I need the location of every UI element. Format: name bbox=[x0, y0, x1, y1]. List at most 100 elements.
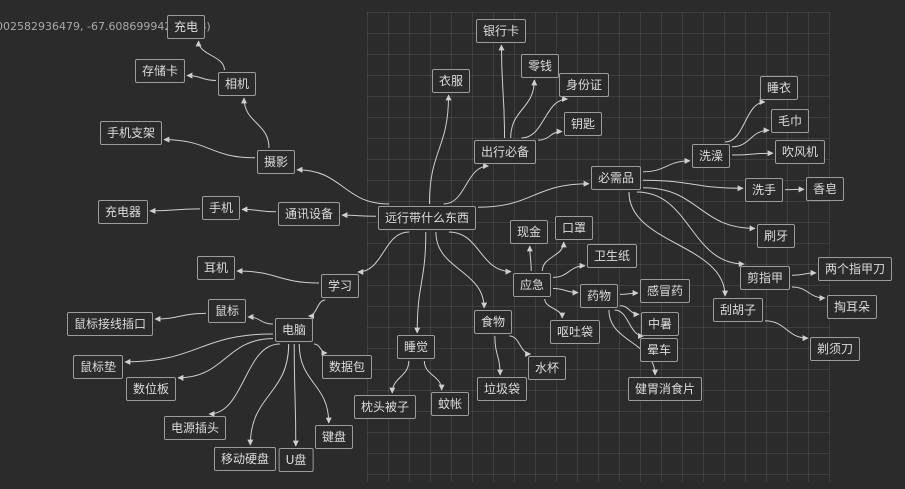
node-mouse-port[interactable]: 鼠标接线插口 bbox=[66, 312, 154, 336]
node-nail-clippers[interactable]: 两个指甲刀 bbox=[817, 257, 893, 281]
coordinate-readout: 002582936479, -67.60869994288298) bbox=[0, 20, 211, 33]
node-communication-devices[interactable]: 通讯设备 bbox=[277, 202, 341, 226]
node-razor[interactable]: 剃须刀 bbox=[809, 337, 861, 361]
edge-n_diannao-n_shuweiban bbox=[177, 338, 274, 381]
edge-n_yingji-n_kouzhao bbox=[541, 241, 567, 272]
node-usb-drive[interactable]: U盘 bbox=[278, 448, 314, 472]
edge-n_bixupin-n_xishou bbox=[642, 179, 744, 192]
edge-n_chuxing-n_lingqian bbox=[510, 79, 538, 139]
edge-root-n_yingji bbox=[448, 231, 512, 275]
node-food[interactable]: 食物 bbox=[473, 310, 513, 334]
edge-n_xiangji-n_cunchuka bbox=[186, 72, 217, 81]
node-travel-essentials[interactable]: 出行必备 bbox=[473, 140, 537, 164]
node-medicine[interactable]: 药物 bbox=[579, 284, 619, 308]
node-shaving[interactable]: 刮胡子 bbox=[712, 298, 764, 322]
edge-root-n_tongxun bbox=[341, 212, 377, 219]
node-cash[interactable]: 现金 bbox=[509, 220, 549, 244]
edge-n_shiwu-n_shuibei bbox=[509, 335, 532, 357]
node-id-card[interactable]: 身份证 bbox=[558, 73, 610, 97]
node-pillow-quilt[interactable]: 枕头被子 bbox=[353, 395, 417, 419]
node-necessities[interactable]: 必需品 bbox=[590, 166, 642, 190]
edge-n_diannao-n_shujubao bbox=[313, 343, 328, 356]
node-emergency[interactable]: 应急 bbox=[512, 273, 552, 297]
edge-n_chuxing-n_yaoshi bbox=[537, 128, 563, 141]
node-computer[interactable]: 电脑 bbox=[274, 318, 314, 342]
edge-n_shouji-n_chongdianqi bbox=[149, 207, 201, 214]
edge-root-n_sheying bbox=[296, 166, 390, 205]
node-charging[interactable]: 充电 bbox=[166, 15, 206, 39]
edge-n_jianzhijia-n_zhijiadao bbox=[791, 269, 817, 276]
node-hair-dryer[interactable]: 吹风机 bbox=[774, 140, 826, 164]
edge-root-n_bixupin bbox=[477, 180, 590, 208]
edge-n_xizao-n_chuifengji bbox=[731, 150, 774, 157]
node-keyboard[interactable]: 键盘 bbox=[314, 425, 354, 449]
node-change[interactable]: 零钱 bbox=[520, 54, 560, 78]
edge-n_diannao-n_yingpan bbox=[247, 343, 290, 446]
node-ear-cleaning[interactable]: 掏耳朵 bbox=[826, 295, 878, 319]
edge-n_yingji-n_weishengzhi bbox=[552, 262, 586, 278]
edge-n_bixupin-n_shuaya bbox=[642, 187, 756, 232]
node-water-cup[interactable]: 水杯 bbox=[527, 356, 567, 380]
node-mouse-pad[interactable]: 鼠标垫 bbox=[72, 355, 124, 379]
node-mouse[interactable]: 鼠标 bbox=[207, 299, 247, 323]
node-camera[interactable]: 相机 bbox=[217, 72, 257, 96]
edge-n_shuijiao-n_wenzhang bbox=[423, 360, 445, 391]
node-mask[interactable]: 口罩 bbox=[554, 216, 594, 240]
node-mosquito-net[interactable]: 蚊帐 bbox=[430, 392, 470, 416]
edge-n_yaowu-n_zhongshu bbox=[619, 305, 640, 318]
edge-n_xuexi-n_erji bbox=[236, 268, 320, 284]
node-carsickness[interactable]: 晕车 bbox=[639, 338, 679, 362]
edge-n_xiangji-n_chongdian bbox=[195, 40, 225, 71]
edge-n_yingji-n_xianjin bbox=[526, 245, 533, 272]
node-soap[interactable]: 香皂 bbox=[805, 177, 845, 201]
node-phone-stand[interactable]: 手机支架 bbox=[99, 121, 163, 145]
node-photography[interactable]: 摄影 bbox=[256, 150, 296, 174]
node-earphones[interactable]: 耳机 bbox=[196, 256, 236, 280]
edge-root-n_shuijiao bbox=[414, 231, 427, 334]
edge-n_tongxun-n_shouji bbox=[241, 206, 277, 213]
edge-n_yaowu-n_ganmao bbox=[619, 290, 639, 297]
node-keys[interactable]: 钥匙 bbox=[563, 112, 603, 136]
node-bathing[interactable]: 洗澡 bbox=[691, 144, 731, 168]
node-clothes[interactable]: 衣服 bbox=[431, 69, 471, 93]
node-sleeping[interactable]: 睡觉 bbox=[396, 335, 436, 359]
edge-n_guahuzi-n_tixudao bbox=[764, 320, 809, 342]
edge-root-n_chuxing bbox=[443, 163, 490, 205]
node-cold-medicine[interactable]: 感冒药 bbox=[639, 279, 691, 303]
edge-n_xizao-n_maojin bbox=[731, 127, 770, 148]
node-charger[interactable]: 充电器 bbox=[97, 200, 149, 224]
node-tissue[interactable]: 卫生纸 bbox=[586, 244, 638, 268]
node-nail-trimming[interactable]: 剪指甲 bbox=[739, 266, 791, 290]
node-brush-teeth[interactable]: 刷牙 bbox=[756, 224, 796, 248]
edge-n_xizao-n_shuiyi bbox=[724, 99, 766, 143]
node-bank-card[interactable]: 银行卡 bbox=[475, 19, 527, 43]
node-heatstroke[interactable]: 中暑 bbox=[640, 312, 680, 336]
edge-n_diannao-n_shubiaodian bbox=[124, 333, 274, 365]
edge-n_shiwu-n_lajidai bbox=[494, 335, 504, 376]
node-power-plug[interactable]: 电源插头 bbox=[163, 416, 227, 440]
edge-n_bixupin-n_guahuzi bbox=[628, 191, 729, 297]
edge-n_diannao-n_upan bbox=[292, 343, 299, 447]
node-data-package[interactable]: 数据包 bbox=[321, 355, 373, 379]
node-towel[interactable]: 毛巾 bbox=[770, 109, 810, 133]
edge-n_chuxing-n_shenfenzheng bbox=[521, 96, 569, 139]
node-hand-washing[interactable]: 洗手 bbox=[744, 178, 784, 202]
edge-root-n_yifu bbox=[428, 94, 452, 205]
edge-n_bixupin-n_jianzhijia bbox=[636, 191, 745, 267]
node-study[interactable]: 学习 bbox=[320, 274, 360, 298]
node-memory-card[interactable]: 存储卡 bbox=[134, 59, 186, 83]
node-digestive-tablets[interactable]: 健胃消食片 bbox=[627, 377, 703, 401]
node-external-drive[interactable]: 移动硬盘 bbox=[213, 447, 277, 471]
edge-root-n_shiwu bbox=[435, 231, 488, 309]
node-garbage-bag[interactable]: 垃圾袋 bbox=[476, 377, 528, 401]
root-node[interactable]: 远行带什么东西 bbox=[377, 206, 477, 230]
edge-n_chuxing-n_yinhangka bbox=[498, 44, 506, 139]
node-vomit-bag[interactable]: 呕吐袋 bbox=[549, 320, 601, 344]
edge-n_shubiao-n_chakou bbox=[154, 312, 207, 322]
node-pajamas[interactable]: 睡衣 bbox=[759, 76, 799, 100]
edge-n_yaowu-n_yunche bbox=[614, 309, 645, 339]
node-phone[interactable]: 手机 bbox=[201, 196, 241, 220]
node-drawing-tablet[interactable]: 数位板 bbox=[125, 377, 177, 401]
